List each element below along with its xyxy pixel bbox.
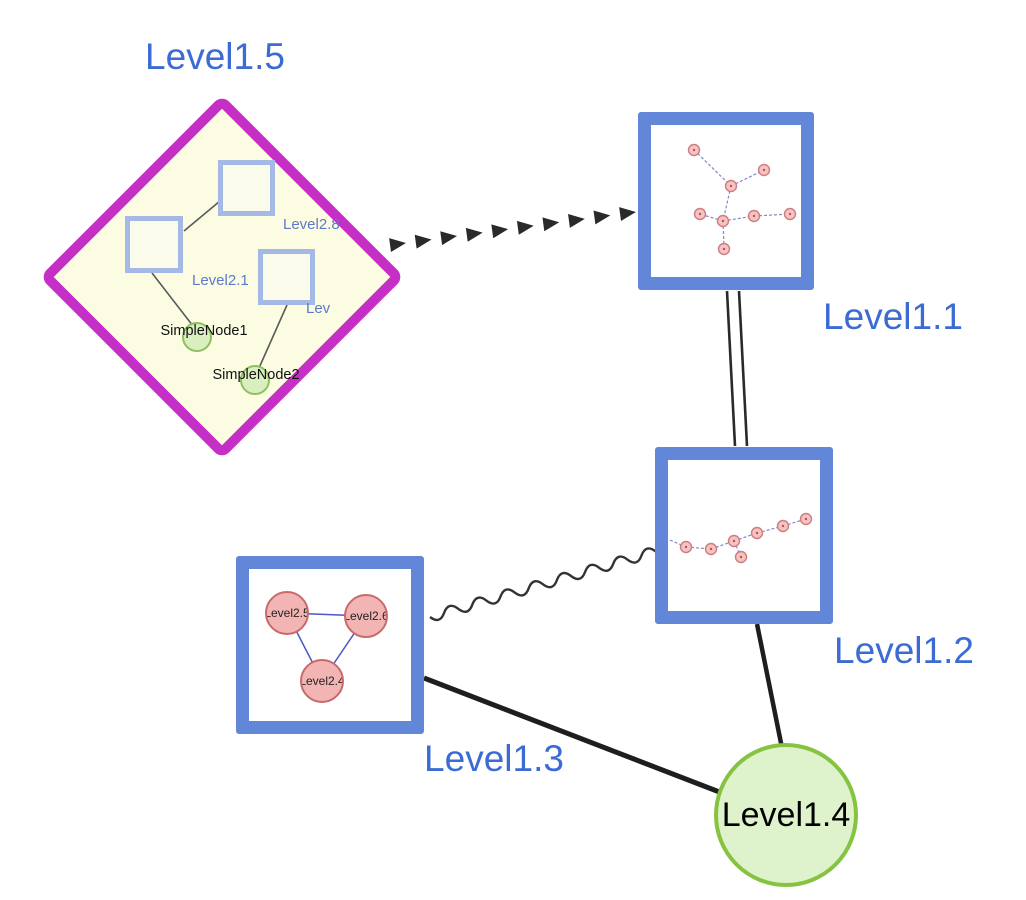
node-level2-6[interactable]: Level2.6 [344, 594, 388, 638]
label-simplenode2: SimpleNode2 [212, 367, 300, 383]
node-level2-4[interactable]: Level2.4 [300, 659, 344, 703]
node-simplenode2[interactable] [240, 365, 270, 395]
node-level2-5[interactable]: Level2.5 [265, 591, 309, 635]
label-level1-5: Level1.5 [145, 36, 285, 77]
node-level1-4[interactable]: Level1.4 [714, 743, 858, 887]
node-level1-1[interactable] [638, 112, 814, 290]
label-level2-8: Level2.8 [283, 216, 340, 233]
node-level2-1-square[interactable] [125, 216, 183, 273]
node-level2-8-square[interactable] [218, 160, 275, 216]
edge-level11-to-level12-double-line [725, 290, 749, 447]
node-level2-4-label: Level2.4 [300, 674, 344, 688]
node-level1-3[interactable] [236, 556, 424, 734]
node-level1-4-label: Level1.4 [721, 795, 851, 834]
node-level2-6-label: Level2.6 [344, 609, 388, 623]
label-level1-3: Level1.3 [424, 738, 564, 779]
node-lev-square[interactable] [258, 249, 315, 305]
edge-level15-to-level11-dashed-arrow [389, 207, 636, 252]
edge-level13-to-level12-wavy [429, 547, 657, 622]
node-level1-2[interactable] [655, 447, 833, 624]
edge-level12-to-level14 [754, 623, 785, 749]
label-lev: Lev [306, 300, 331, 317]
label-level1-1: Level1.1 [823, 296, 963, 337]
label-level1-2: Level1.2 [834, 630, 974, 671]
label-simplenode1: SimpleNode1 [160, 323, 248, 339]
node-level2-5-label: Level2.5 [265, 606, 309, 620]
label-level2-1: Level2.1 [192, 272, 249, 289]
node-simplenode1[interactable] [182, 322, 212, 352]
